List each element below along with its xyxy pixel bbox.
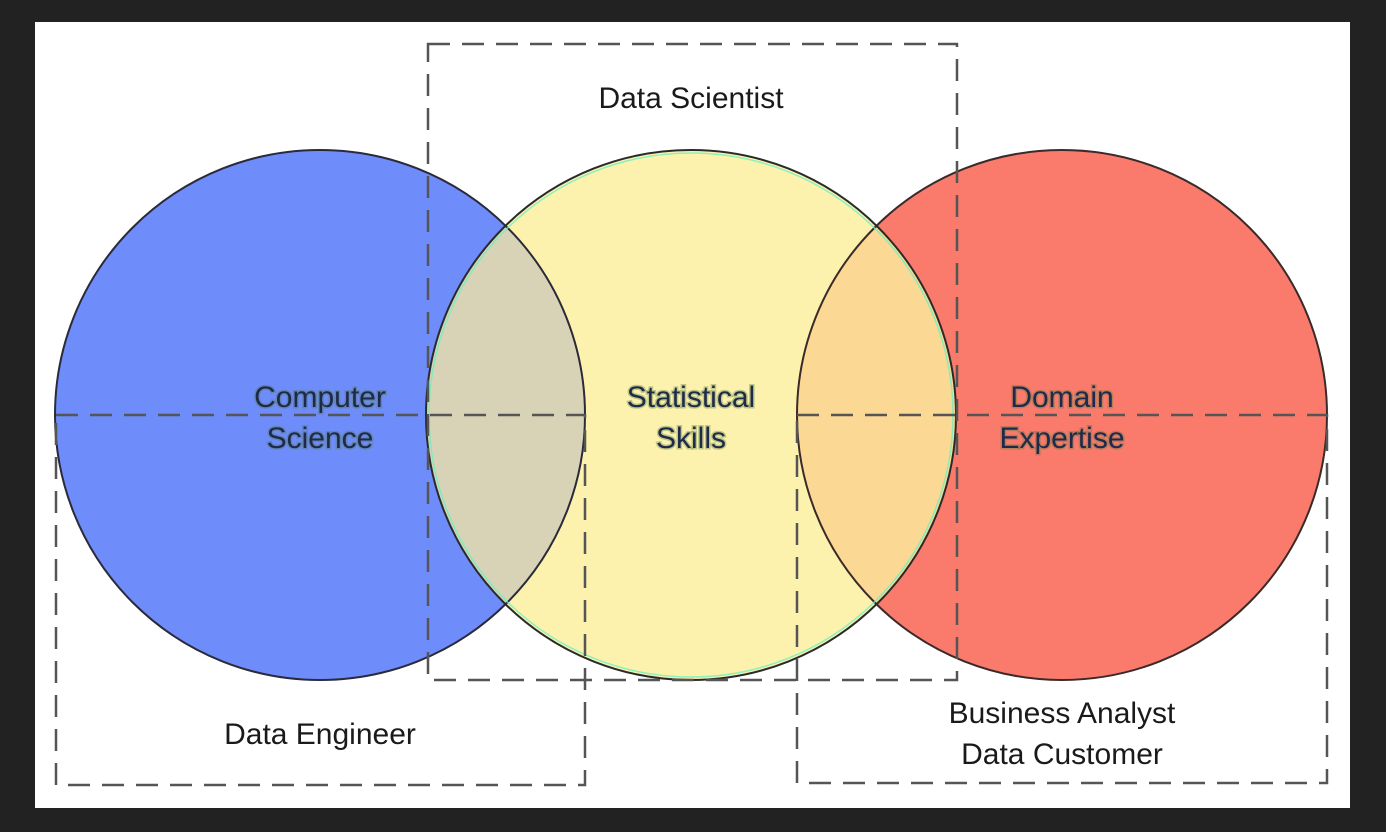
business-analyst-label: Business Analyst (949, 697, 1176, 730)
business-analyst-box (795, 413, 1329, 785)
computer-science-label-line1: Computer (254, 381, 386, 414)
data-customer-label: Data Customer (961, 738, 1163, 771)
domain-expertise-label-line1: Domain (1010, 381, 1113, 414)
data-scientist-box (426, 42, 959, 682)
domain-expertise-label-line2: Expertise (999, 422, 1124, 455)
data-scientist-label: Data Scientist (598, 82, 784, 115)
data-engineer-box (54, 413, 587, 787)
statistical-skills-circle (426, 150, 956, 680)
data-engineer-label: Data Engineer (224, 718, 416, 751)
statistical-skills-label-line2: Skills (656, 422, 726, 455)
domain-expertise-circle (797, 150, 1327, 680)
statistical-skills-label-line1: Statistical (627, 381, 755, 414)
computer-science-circle (55, 150, 585, 680)
computer-science-label-line2: Science (267, 422, 374, 455)
